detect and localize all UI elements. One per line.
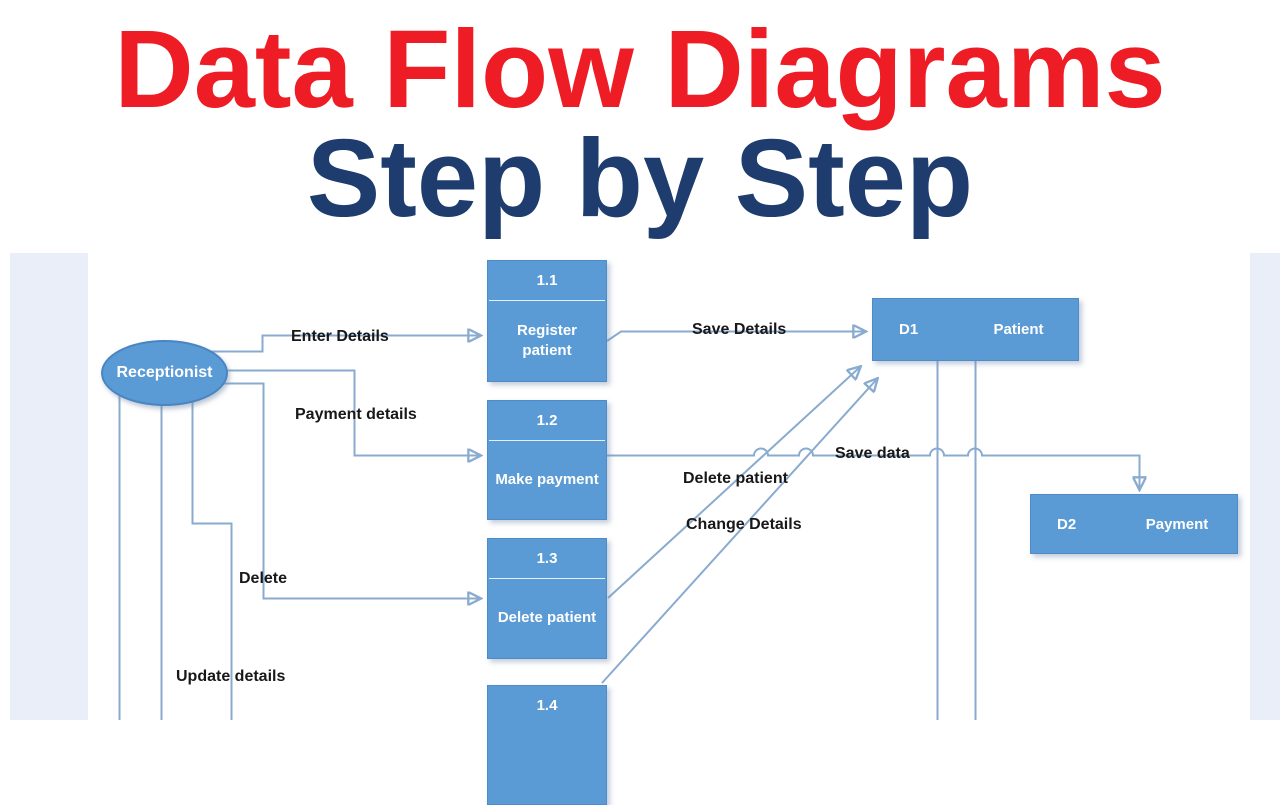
store-id: D1	[899, 321, 919, 338]
flow-label-update-details: Update details	[176, 668, 286, 685]
process-divider	[489, 300, 605, 301]
process-name: Make payment	[495, 470, 599, 488]
flow-label-delete-patient: Delete patient	[683, 470, 788, 487]
flow-label-enter-details: Enter Details	[291, 328, 389, 345]
store-name: Payment	[1145, 515, 1209, 533]
title-line-2: Step by Step	[306, 117, 974, 240]
flow-label-change-details: Change Details	[686, 516, 802, 533]
data-store-patient: D1 Patient	[872, 298, 1079, 361]
flow-label-save-data: Save data	[835, 445, 910, 462]
store-name: Patient	[993, 321, 1044, 338]
process-register-patient: 1.1 Register patient	[487, 260, 607, 382]
process-delete-patient: 1.3 Delete patient	[487, 538, 607, 659]
process-1-4: 1.4	[487, 685, 607, 805]
process-id: 1.4	[536, 697, 558, 714]
data-store-payment: D2 Payment	[1030, 494, 1238, 554]
flow-label-payment-details: Payment details	[295, 406, 417, 423]
process-name: Delete patient	[497, 609, 597, 627]
flow-label-save-details: Save Details	[692, 321, 787, 338]
process-divider	[489, 578, 605, 579]
external-entity-receptionist: Receptionist	[101, 340, 228, 406]
process-divider	[489, 440, 605, 441]
store-id: D2	[1057, 515, 1077, 533]
title-line-1: Data Flow Diagrams	[114, 8, 1166, 131]
process-name: Register patient	[516, 321, 578, 359]
flow-label-delete: Delete	[239, 570, 288, 587]
process-make-payment: 1.2 Make payment	[487, 400, 607, 520]
process-id: 1.3	[536, 550, 558, 567]
process-id: 1.1	[536, 272, 558, 289]
process-id: 1.2	[536, 412, 558, 429]
